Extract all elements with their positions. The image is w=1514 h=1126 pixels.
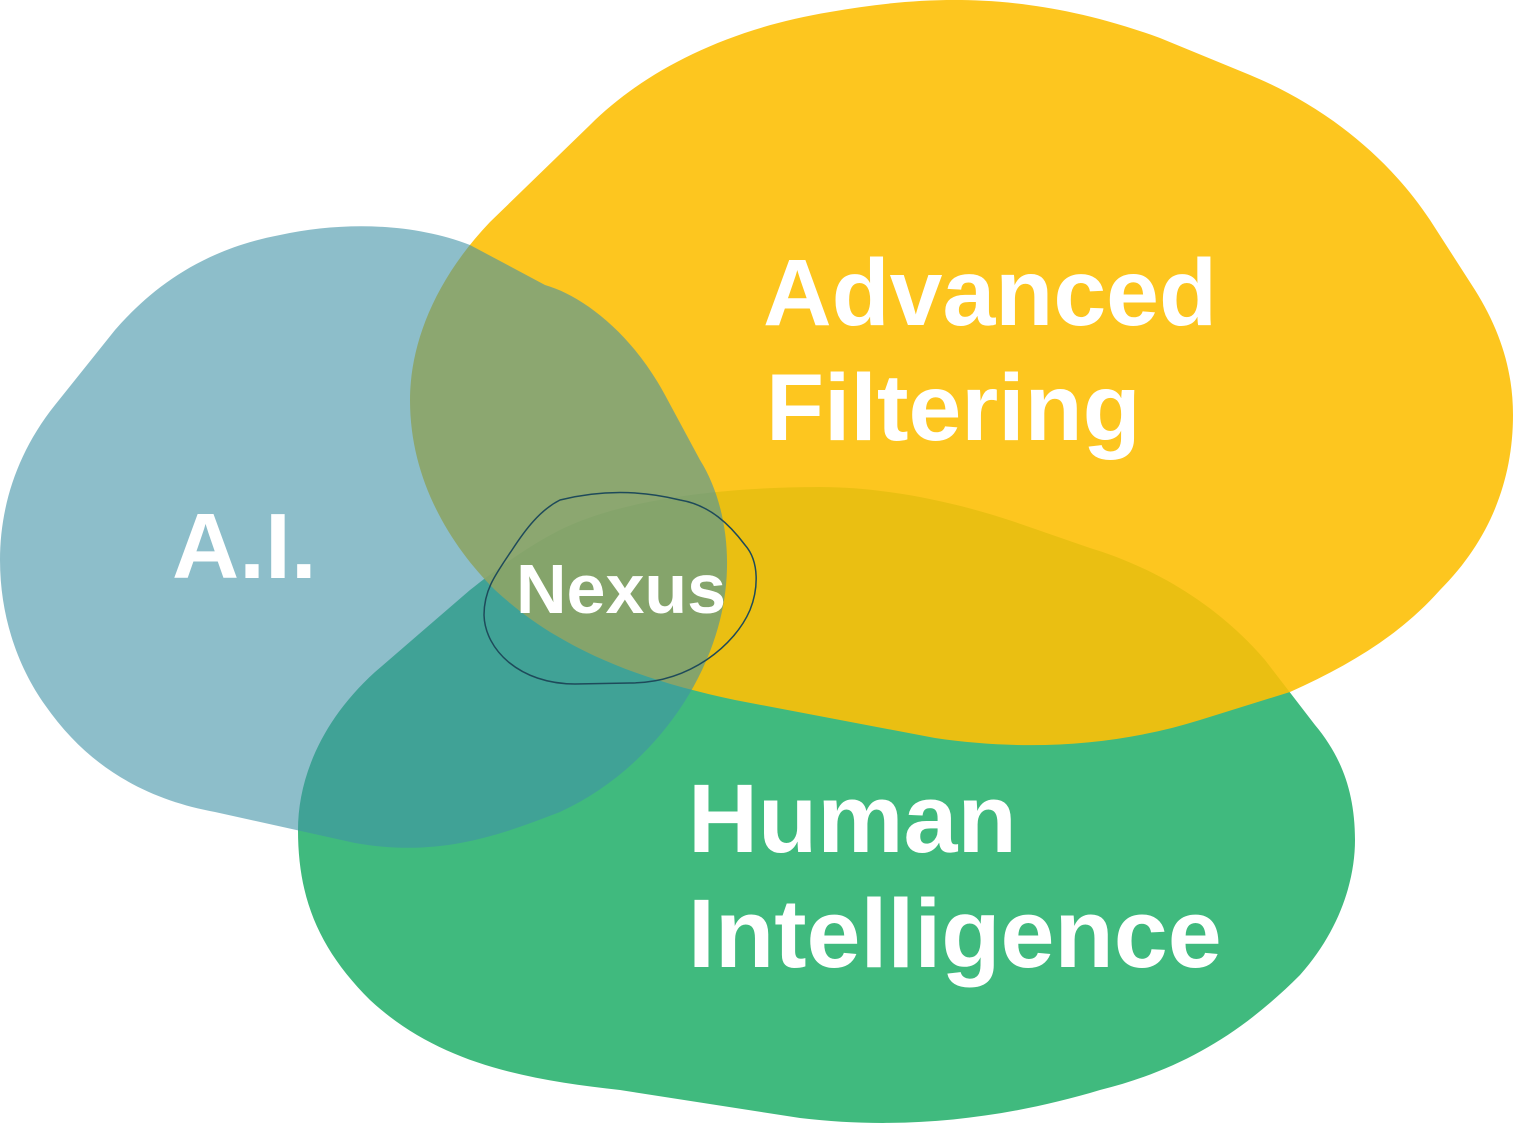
human-intelligence-label-line2: Intelligence — [688, 879, 1222, 988]
ai-blob — [0, 226, 728, 848]
advanced-filtering-label-line2: Filtering — [766, 355, 1141, 461]
nexus-outline — [483, 491, 757, 685]
advanced-filtering-label-line1: Advanced — [763, 240, 1217, 346]
nexus-label: Nexus — [516, 550, 726, 628]
human-intelligence-label-line1: Human — [688, 764, 1017, 873]
ai-label: A.I. — [172, 494, 317, 598]
